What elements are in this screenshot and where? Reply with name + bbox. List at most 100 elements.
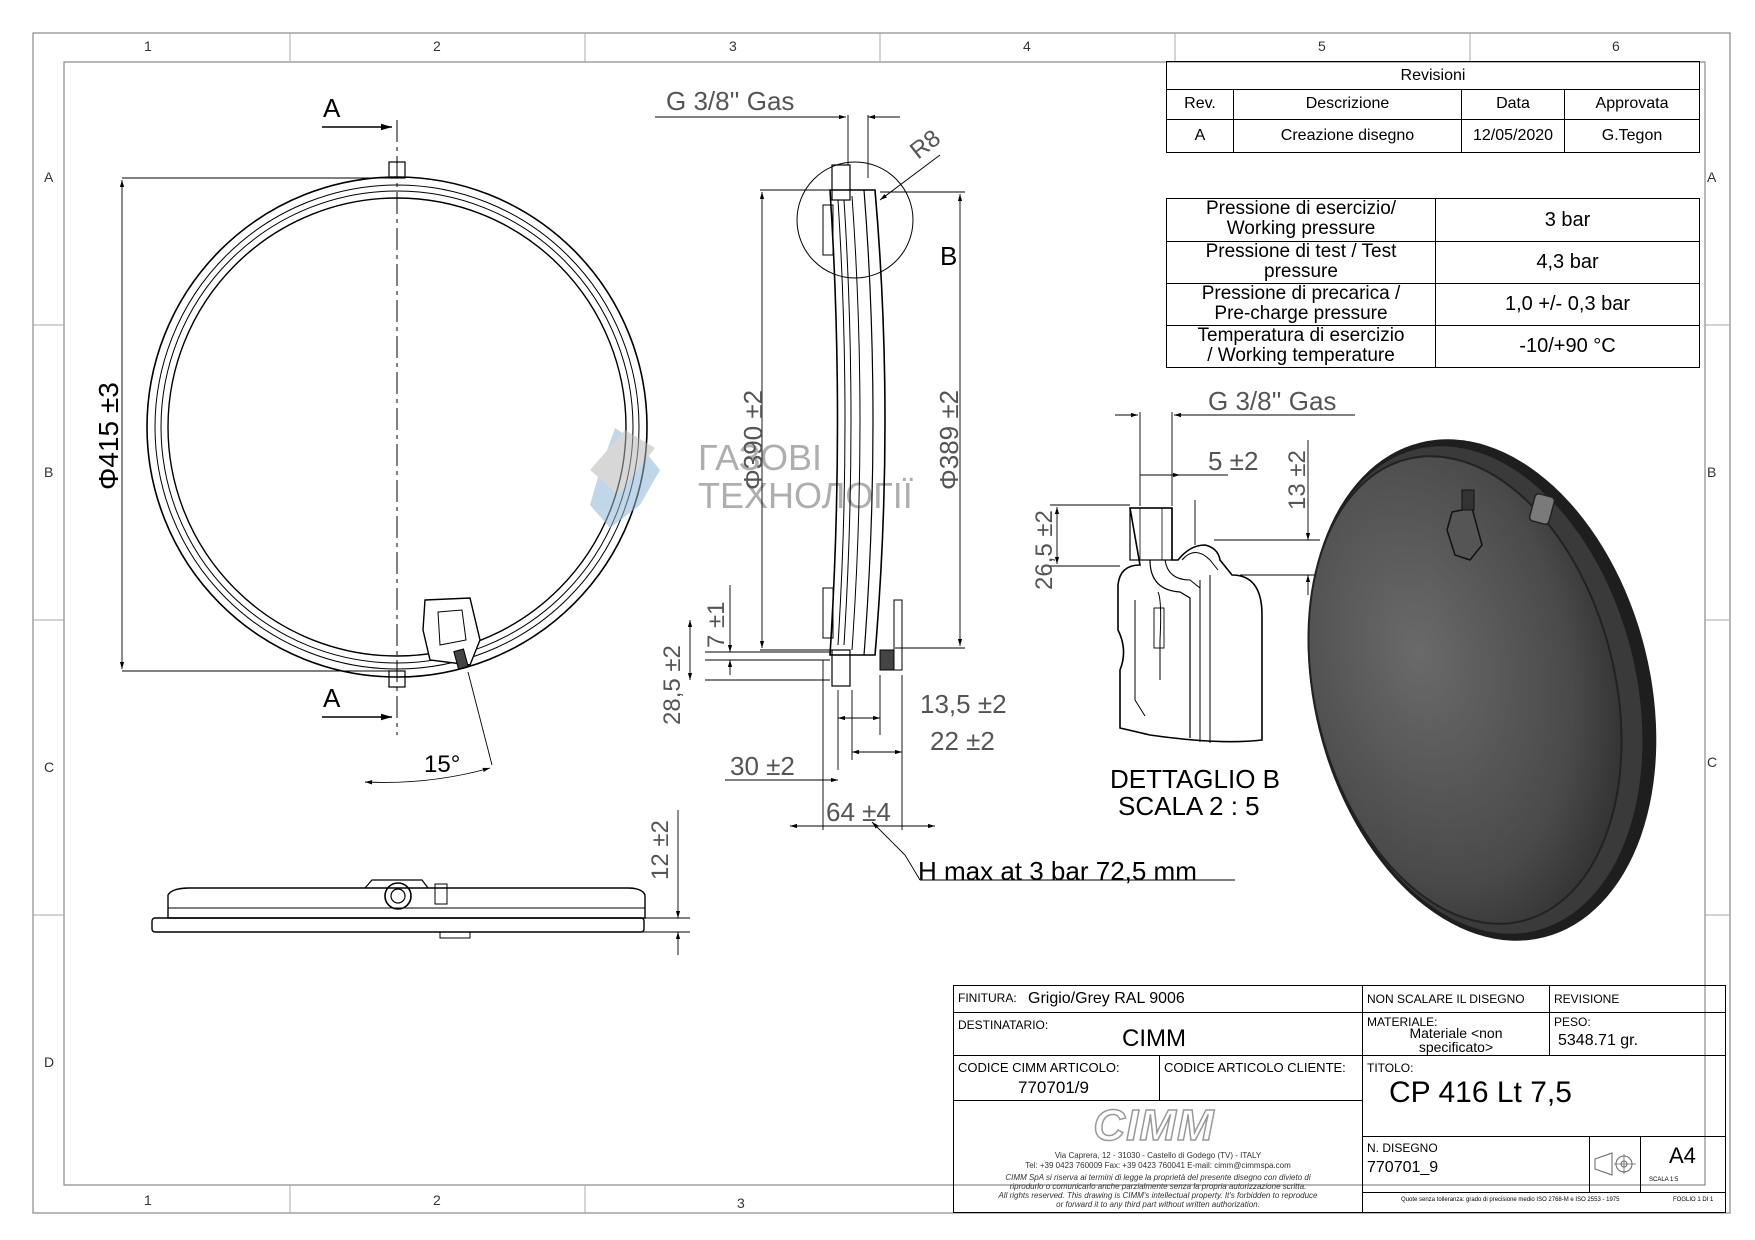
row-label-a: A	[44, 169, 54, 185]
revision-approvata: G.Tegon	[1601, 127, 1663, 144]
side-view	[655, 114, 1235, 881]
spec-row-test-pressure: Pressione di test / Test pressure 4,3 ba…	[1167, 242, 1699, 284]
detail-thread-label: G 3/8'' Gas	[1208, 386, 1336, 416]
dimension-13-5: 13,5 ±2	[920, 689, 1007, 719]
materiale-value: Materiale <non specificato>	[1363, 1026, 1549, 1054]
detail-dimension-26-5: 26,5 ±2	[1031, 510, 1058, 590]
spec-row-working-temperature: Temperatura di esercizio / Working tempe…	[1167, 326, 1699, 367]
revisions-row: A Creazione disegno 12/05/2020 G.Tegon	[1167, 120, 1699, 152]
scale-value: SCALA 1:5	[1649, 1177, 1679, 1183]
spec-value: 4,3 bar	[1536, 251, 1599, 273]
spec-label: Pressione di precarica / Pre-charge pres…	[1167, 284, 1436, 325]
revisions-table: Revisioni Rev. Descrizione Data Approvat…	[1166, 61, 1700, 153]
revisions-title: Revisioni	[1167, 62, 1699, 90]
col-label-6: 6	[1612, 38, 1620, 54]
company-contacts: Tel: +39 0423 760009 Fax: +39 0423 76004…	[1025, 1161, 1291, 1170]
front-view	[119, 120, 648, 785]
company-logo: CIMM	[1093, 1100, 1215, 1151]
materiale-value-line-2: specificato>	[1418, 1039, 1494, 1055]
side-radius-label: R8	[905, 125, 946, 165]
drawing-frame	[32, 32, 1731, 1214]
detail-title: DETTAGLIO B	[1110, 764, 1280, 794]
peso-cell: PESO: 5348.71 gr.	[1550, 1013, 1725, 1056]
materiale-value-line-1: Materiale <non	[1409, 1025, 1503, 1041]
row-label-a-right: A	[1707, 169, 1717, 185]
side-detail-mark: B	[940, 241, 957, 271]
side-thread-label: G 3/8'' Gas	[666, 86, 794, 116]
destinatario-value: CIMM	[1122, 1025, 1186, 1052]
title-block: FINITURA: Grigio/Grey RAL 9006 DESTINATA…	[953, 985, 1726, 1213]
tank-3d-render	[1307, 439, 1657, 941]
codice-cimm-cell: CODICE CIMM ARTICOLO: 770701/9	[954, 1056, 1160, 1101]
finitura-label: FINITURA:	[958, 991, 1017, 1005]
spec-label-line-2: Pre-charge pressure	[1214, 303, 1388, 324]
footer-note: Quote senza tolleranza: grado di precisi…	[1401, 1197, 1620, 1203]
sheet-number: FOGLIO 1 DI 1	[1673, 1197, 1714, 1203]
legal-note-line-3: All rights reserved. This drawing is CIM…	[998, 1191, 1318, 1200]
row-label-b-right: B	[1707, 464, 1716, 480]
destinatario-cell: DESTINATARIO: CIMM	[954, 1013, 1363, 1056]
destinatario-label: DESTINATARIO:	[958, 1018, 1049, 1032]
spec-label: Pressione di test / Test pressure	[1167, 242, 1436, 283]
format-value: A4	[1669, 1143, 1696, 1168]
spec-row-precharge-pressure: Pressione di precarica / Pre-charge pres…	[1167, 284, 1699, 326]
detail-dimension-13: 13 ±2	[1284, 450, 1311, 510]
row-label-c-right: C	[1707, 754, 1717, 770]
legal-note: CIMM SpA si riserva ai termini di legge …	[954, 1173, 1362, 1209]
codice-cimm-value: 770701/9	[1018, 1078, 1089, 1097]
section-mark-top: A	[323, 93, 341, 123]
materiale-label: MATERIALE:	[1367, 1015, 1438, 1029]
watermark-logo	[590, 428, 660, 528]
detail-scale: SCALA 2 : 5	[1118, 791, 1260, 821]
spec-label-line-2: / Working temperature	[1207, 345, 1395, 366]
row-label-d: D	[44, 1054, 54, 1070]
spec-row-working-pressure: Pressione di esercizio/ Working pressure…	[1167, 199, 1699, 242]
legal-note-line-4: or forward it to any third part without …	[1056, 1200, 1260, 1209]
col-label-3: 3	[729, 38, 737, 54]
spec-label: Temperatura di esercizio / Working tempe…	[1167, 326, 1436, 367]
spec-label-line-1: Temperatura di esercizio	[1197, 325, 1405, 346]
peso-value: 5348.71 gr.	[1558, 1032, 1639, 1049]
n-disegno-value: 770701_9	[1367, 1159, 1439, 1176]
dimension-diameter-415: Φ415 ±3	[93, 382, 124, 490]
revisions-header-approvata: Approvata	[1595, 95, 1669, 112]
col-label-5: 5	[1318, 38, 1326, 54]
col-label-3-bottom: 3	[737, 1195, 745, 1211]
dimension-22: 22 ±2	[930, 726, 995, 756]
company-address: Via Caprera, 12 - 31030 - Castello di Go…	[1054, 1151, 1262, 1160]
revision-rev: A	[1167, 120, 1234, 152]
col-label-2: 2	[433, 38, 441, 54]
codice-cliente-cell: CODICE ARTICOLO CLIENTE:	[1160, 1056, 1363, 1101]
dimension-12: 12 ±2	[647, 820, 674, 880]
revision-descrizione: Creazione disegno	[1234, 120, 1462, 152]
spec-label-line-2: Working pressure	[1226, 218, 1376, 239]
row-label-b: B	[44, 464, 53, 480]
legal-note-line-1: CIMM SpA si riserva ai termini di legge …	[1005, 1173, 1311, 1182]
format-cell: A4 SCALA 1:5	[1641, 1137, 1725, 1193]
revisions-header-row: Rev. Descrizione Data Approvata	[1167, 89, 1699, 120]
n-disegno-cell: N. DISEGNO 770701_9	[1363, 1137, 1590, 1193]
revisione-label: REVISIONE	[1554, 992, 1620, 1006]
watermark-text-2: ТЕХНОЛОГІЇ	[698, 475, 913, 516]
spec-label-line-1: Pressione di precarica /	[1201, 283, 1401, 304]
spec-label-line-1: Pressione di test / Test	[1205, 241, 1397, 262]
bottom-view	[151, 810, 690, 955]
projection-symbol-cell	[1590, 1137, 1641, 1193]
col-label-1: 1	[144, 38, 152, 54]
dimension-7: 7 ±1	[703, 601, 730, 648]
dimension-64: 64 ±4	[826, 797, 891, 827]
dimension-angle-15: 15°	[424, 751, 460, 778]
row-label-c: C	[44, 759, 54, 775]
spec-value: -10/+90 °C	[1519, 335, 1616, 357]
dimension-diameter-390: Φ390 ±2	[738, 390, 768, 490]
legal-note-line-2: riprodurlo o comunicarlo anche parzialme…	[1009, 1182, 1307, 1191]
spec-value: 1,0 +/- 0,3 bar	[1504, 293, 1631, 315]
revisions-header-rev: Rev.	[1167, 89, 1234, 119]
col-label-1-bottom: 1	[144, 1192, 152, 1208]
peso-label: PESO:	[1554, 1015, 1591, 1029]
section-mark-bottom: A	[323, 683, 341, 713]
dimension-30: 30 ±2	[730, 751, 795, 781]
hmax-note: H max at 3 bar 72,5 mm	[918, 856, 1197, 886]
col-label-4: 4	[1023, 38, 1031, 54]
